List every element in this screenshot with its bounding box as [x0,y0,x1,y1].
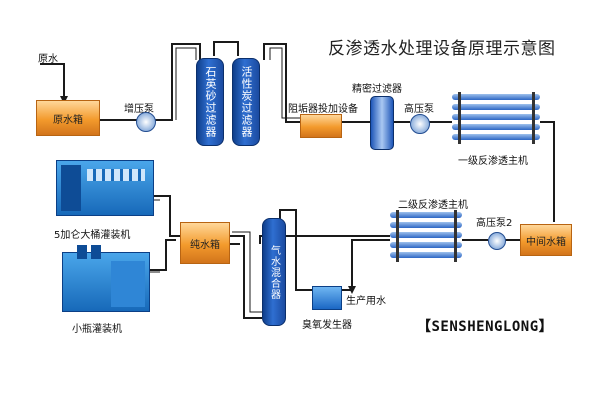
ozone-generator [312,286,342,310]
ro-stage2-label: 二级反渗透主机 [398,200,468,211]
quartz-sand-filter: 石英砂过滤器 [196,58,224,146]
middle-water-tank-label: 中间水箱 [526,236,566,248]
scale-inhibitor-label: 阻垢器投加设备 [288,104,358,115]
page-title: 反渗透水处理设备原理示意图 [328,39,556,59]
raw-water-label: 原水 [38,54,58,65]
barrel-filler-machine [56,160,154,216]
bottle-filler-machine [62,245,150,312]
scale-inhibitor-device [300,114,342,138]
raw-water-tank: 原水箱 [36,100,100,136]
gas-water-mixer: 气水混合器 [262,218,286,326]
high-pressure-pump-icon [410,114,430,134]
raw-water-tank-label: 原水箱 [53,114,83,126]
ro-stage1-label: 一级反渗透主机 [458,156,528,167]
pure-water-tank: 纯水箱 [180,222,230,264]
brand-label: 【SENSHENGLONG】 [417,319,554,335]
pure-water-tank-label: 纯水箱 [190,239,220,251]
booster-pump-label: 增压泵 [124,104,154,115]
middle-water-tank: 中间水箱 [520,224,572,256]
high-pressure-pump2-icon [488,232,506,250]
booster-pump-icon [136,112,156,132]
production-water-label: 生产用水 [346,296,386,307]
high-pressure-pump2-label: 高压泵2 [476,218,513,229]
ro-stage2-unit [390,210,462,266]
precision-filter-label: 精密过滤器 [352,84,402,95]
high-pressure-pump-label: 高压泵 [404,104,434,115]
barrel-filler-label: 5加仑大桶灌装机 [54,230,131,241]
ozone-generator-label: 臭氧发生器 [302,320,352,331]
bottle-filler-label: 小瓶灌装机 [72,324,122,335]
activated-carbon-filter: 活性炭过滤器 [232,58,260,146]
ro-stage1-unit [452,92,540,148]
precision-filter [370,96,394,150]
